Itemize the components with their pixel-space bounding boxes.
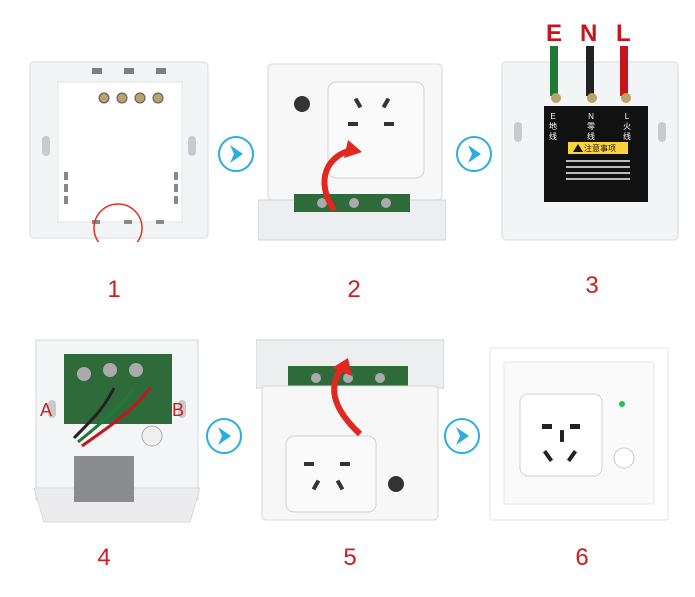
step-number-6: 6 bbox=[575, 544, 589, 571]
cover-open-image bbox=[257, 63, 447, 241]
step-number-5: 5 bbox=[343, 544, 357, 571]
step-number-3: 3 bbox=[585, 272, 599, 299]
earth-wire bbox=[550, 46, 558, 96]
step-number-1: 1 bbox=[107, 276, 121, 303]
next-arrow-icon bbox=[444, 418, 480, 454]
rotate-arrow-icon bbox=[321, 140, 362, 212]
rotate-arrow-icon bbox=[331, 358, 363, 437]
panel-step-6 bbox=[488, 346, 670, 522]
wire-label-l: L bbox=[616, 20, 631, 47]
notice-title: 注意事项 bbox=[584, 144, 616, 153]
panel-step-2 bbox=[257, 60, 447, 242]
socket-icon bbox=[348, 97, 394, 126]
switch-back-image bbox=[29, 61, 209, 253]
wire-label-e: E bbox=[546, 20, 563, 47]
wiring-back-image bbox=[501, 46, 679, 241]
socket-icon bbox=[304, 462, 350, 491]
panel-step-5 bbox=[255, 338, 445, 524]
next-arrow-icon bbox=[218, 136, 254, 172]
panel-step-4 bbox=[33, 338, 201, 524]
socket-front-image bbox=[489, 347, 669, 521]
panel-step-1 bbox=[28, 60, 210, 253]
live-wire bbox=[620, 46, 628, 96]
connector-label-b: B bbox=[172, 400, 185, 420]
connector-label-a: A bbox=[40, 400, 53, 420]
terminal-screws bbox=[98, 92, 164, 104]
neutral-wire bbox=[586, 46, 594, 96]
step-number-4: 4 bbox=[97, 544, 111, 571]
next-arrow-icon bbox=[206, 418, 242, 454]
step-number-2: 2 bbox=[347, 276, 361, 303]
socket-icon bbox=[542, 424, 580, 463]
next-arrow-icon bbox=[456, 136, 492, 172]
open-wiring-image bbox=[33, 339, 201, 523]
cover-close-image bbox=[255, 339, 445, 521]
wire-label-n: N bbox=[580, 20, 598, 47]
led-indicator-icon bbox=[619, 401, 625, 407]
